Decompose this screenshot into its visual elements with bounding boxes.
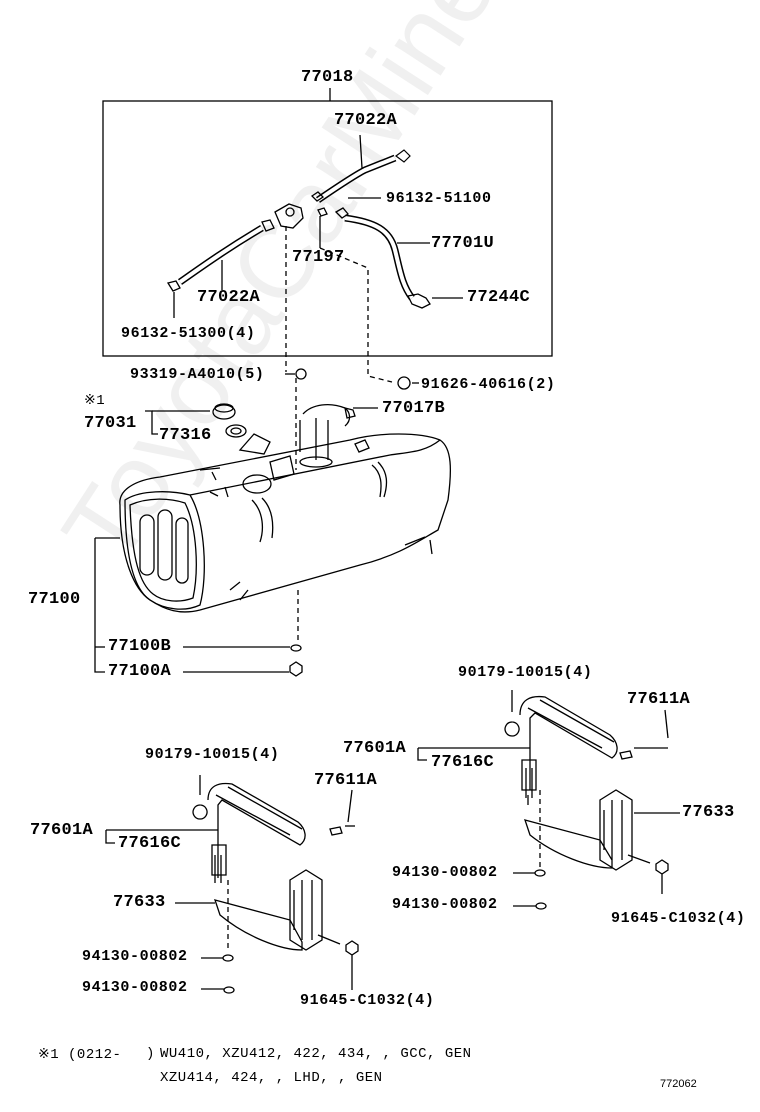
label-94130-00802-r2: 94130-00802 [392,896,498,913]
label-77100a: 77100A [108,662,172,681]
label-mark-1: ※1 [84,393,106,409]
hose-77701u [344,214,415,301]
label-77616c-right: 77616C [431,753,495,772]
label-77601a-right: 77601A [343,739,407,758]
label-77611a-right: 77611A [627,690,691,709]
label-77611a-left: 77611A [314,771,378,790]
kit-box [102,100,553,357]
label-77633-right: 77633 [682,803,735,822]
label-91626-40616: 91626-40616(2) [421,376,556,393]
label-77197: 77197 [292,248,345,267]
label-94130-00802-l1: 94130-00802 [82,948,188,965]
label-90179-10015-right: 90179-10015(4) [458,664,593,681]
label-93319-a4010: 93319-A4010(5) [130,366,265,383]
label-77022a-top: 77022A [334,111,398,130]
label-91645-c1032-right: 91645-C1032(4) [611,910,746,927]
label-94130-00802-l2: 94130-00802 [82,979,188,996]
label-77031: 77031 [84,414,137,433]
band-77601a-left [207,782,306,883]
label-90179-10015-left: 90179-10015(4) [145,746,280,763]
pump-77017b [302,403,351,427]
band-77601a-right [519,695,618,805]
label-77017b: 77017B [382,399,446,418]
fuel-tank-77100 [119,433,452,613]
label-77018: 77018 [301,68,354,87]
label-77633-left: 77633 [113,893,166,912]
label-77244c: 77244C [467,288,531,307]
joint-77197 [274,203,304,229]
label-96132-51300: 96132-51300(4) [121,325,256,342]
label-77100b: 77100B [108,637,172,656]
holder-77633-left [214,869,323,951]
label-77616c-left: 77616C [118,834,182,853]
footnote-line-2: XZU414, 424, , LHD, , GEN [160,1070,383,1086]
figure-number: 772062 [660,1078,697,1090]
footnote-line-1: WU410, XZU412, 422, 434, , GCC, GEN [160,1046,472,1062]
cap-77031 [212,404,236,420]
label-77601a-left: 77601A [30,821,94,840]
label-77316: 77316 [159,426,212,445]
holder-77633-right [524,789,633,871]
fitting-77244c [407,293,431,309]
label-77701u: 77701U [431,234,495,253]
label-91645-c1032-left: 91645-C1032(4) [300,992,435,1009]
footnote-mark: ※1 (0212- [38,1047,122,1063]
footnote-paren: ) [146,1046,155,1062]
label-77100: 77100 [28,590,81,609]
label-94130-00802-r1: 94130-00802 [392,864,498,881]
gasket-77316 [225,424,247,438]
label-77022a-left: 77022A [197,288,261,307]
label-96132-51100: 96132-51100 [386,190,492,207]
